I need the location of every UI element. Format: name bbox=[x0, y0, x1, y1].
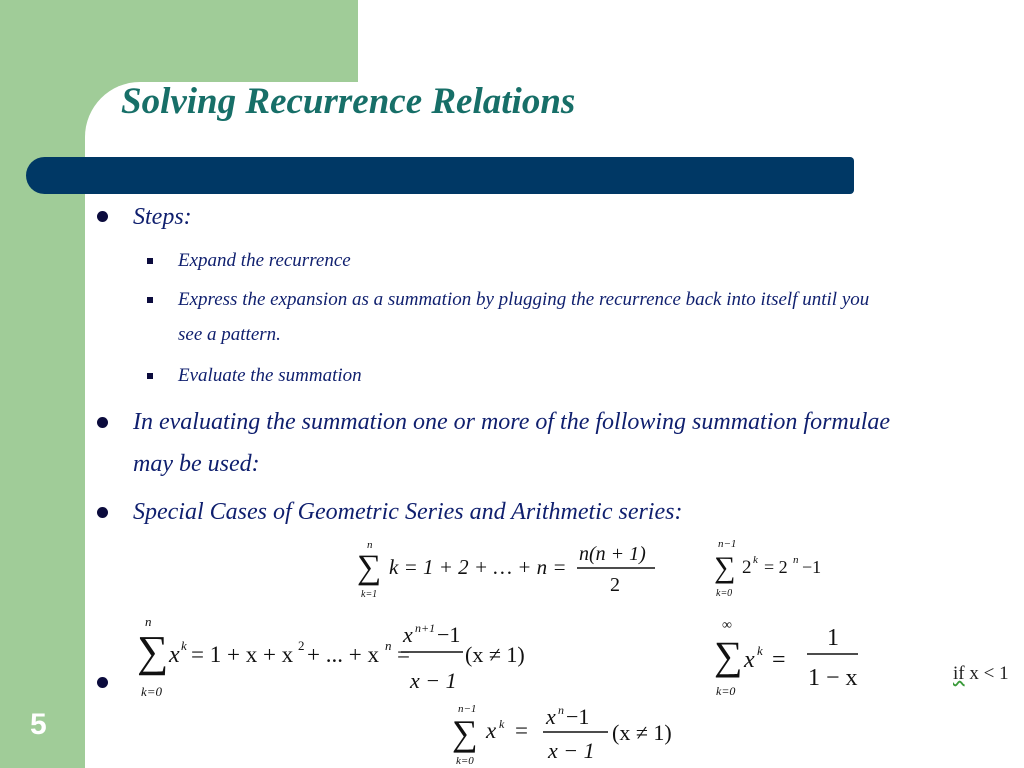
sub-bullet-express-cont: see a pattern. bbox=[178, 324, 281, 345]
svg-text:−1: −1 bbox=[566, 704, 589, 729]
svg-text:2: 2 bbox=[298, 638, 305, 653]
sub-bullet-square bbox=[147, 297, 153, 303]
formula-geometric-infinite: ∞ ∑ k=0 x k = 1 1 − x bbox=[714, 618, 858, 698]
svg-text:n−1: n−1 bbox=[458, 703, 476, 715]
sub-bullet-square bbox=[147, 258, 153, 264]
bullet-dot bbox=[97, 417, 108, 428]
bullet-dot bbox=[97, 507, 108, 518]
svg-text:n−1: n−1 bbox=[718, 538, 736, 550]
sub-bullet-express: Express the expansion as a summation by … bbox=[178, 289, 870, 310]
svg-text:k=0: k=0 bbox=[456, 755, 474, 767]
svg-text:x: x bbox=[743, 647, 755, 673]
svg-text:∑: ∑ bbox=[452, 713, 478, 753]
svg-text:1 − x: 1 − x bbox=[808, 665, 858, 691]
svg-text:∑: ∑ bbox=[714, 633, 743, 678]
condition-text: x < 1 bbox=[964, 663, 1009, 684]
top-white-area bbox=[358, 0, 1024, 82]
svg-text:k: k bbox=[181, 638, 187, 653]
svg-text:n: n bbox=[145, 614, 152, 629]
sub-bullet-evaluate: Evaluate the summation bbox=[178, 365, 362, 386]
svg-text:∑: ∑ bbox=[357, 549, 381, 586]
convergence-condition: if x < 1 bbox=[953, 663, 1009, 685]
slide-title: Solving Recurrence Relations bbox=[121, 81, 576, 122]
slide-number: 5 bbox=[30, 708, 47, 741]
svg-text:= 2: = 2 bbox=[764, 557, 788, 577]
svg-text:n: n bbox=[367, 539, 373, 551]
sub-bullet-square bbox=[147, 373, 153, 379]
svg-text:∞: ∞ bbox=[722, 618, 732, 633]
svg-text:+ ... + x: + ... + x bbox=[307, 642, 379, 667]
svg-text:=: = bbox=[515, 718, 528, 743]
bullet-dot bbox=[97, 677, 108, 688]
svg-text:−1: −1 bbox=[802, 557, 821, 577]
svg-text:k=1: k=1 bbox=[361, 589, 377, 600]
formula-geometric-finite: n ∑ k=0 x k = 1 + x + x 2 + ... + x n = … bbox=[137, 614, 525, 699]
bullet-dot bbox=[97, 211, 108, 222]
svg-text:2: 2 bbox=[742, 557, 752, 578]
svg-text:2: 2 bbox=[610, 574, 620, 596]
svg-text:=: = bbox=[772, 647, 786, 673]
svg-text:k=0: k=0 bbox=[716, 684, 735, 698]
svg-text:n: n bbox=[558, 703, 564, 717]
svg-text:=: = bbox=[397, 642, 410, 667]
svg-text:k=0: k=0 bbox=[716, 588, 732, 599]
svg-text:x − 1: x − 1 bbox=[409, 668, 457, 693]
bullet-steps: Steps: bbox=[133, 204, 192, 230]
svg-text:∑: ∑ bbox=[714, 551, 735, 584]
svg-text:k: k bbox=[757, 643, 763, 658]
content-panel bbox=[85, 82, 1024, 768]
svg-text:x: x bbox=[545, 704, 556, 729]
svg-text:(x ≠ 1): (x ≠ 1) bbox=[612, 720, 672, 745]
svg-text:1: 1 bbox=[827, 625, 839, 651]
condition-if-word: if bbox=[953, 663, 965, 684]
bullet-evaluating-line2: may be used: bbox=[133, 451, 260, 477]
svg-text:n(n + 1): n(n + 1) bbox=[579, 543, 646, 565]
svg-text:x: x bbox=[168, 642, 180, 668]
svg-text:x − 1: x − 1 bbox=[547, 738, 595, 763]
svg-text:= 1 + x + x: = 1 + x + x bbox=[191, 642, 294, 667]
svg-text:k: k bbox=[753, 554, 759, 566]
bullet-evaluating-line1: In evaluating the summation one or more … bbox=[133, 409, 891, 435]
svg-text:k: k bbox=[499, 717, 505, 731]
formula-geometric-closed: n−1 ∑ k=0 x k = x n −1 x − 1 (x ≠ 1) bbox=[452, 703, 672, 767]
svg-text:k = 1 + 2 + … + n =: k = 1 + 2 + … + n = bbox=[389, 555, 567, 579]
svg-text:x: x bbox=[402, 622, 413, 647]
svg-text:−1: −1 bbox=[437, 622, 460, 647]
svg-text:(x ≠ 1): (x ≠ 1) bbox=[465, 642, 525, 667]
formula-powers-of-two: n−1 ∑ k=0 2 k = 2 n −1 bbox=[714, 538, 821, 599]
svg-text:n+1: n+1 bbox=[415, 621, 435, 635]
sub-bullet-expand: Expand the recurrence bbox=[178, 250, 351, 271]
svg-text:n: n bbox=[793, 554, 799, 566]
svg-text:x: x bbox=[485, 718, 497, 743]
svg-text:n: n bbox=[385, 638, 392, 653]
formula-arithmetic-sum: n ∑ k=1 k = 1 + 2 + … + n = n(n + 1) 2 bbox=[357, 539, 655, 600]
svg-text:∑: ∑ bbox=[137, 627, 168, 676]
svg-text:k=0: k=0 bbox=[141, 684, 163, 699]
title-divider-bar bbox=[26, 157, 854, 194]
bullet-special-cases: Special Cases of Geometric Series and Ar… bbox=[133, 499, 683, 525]
